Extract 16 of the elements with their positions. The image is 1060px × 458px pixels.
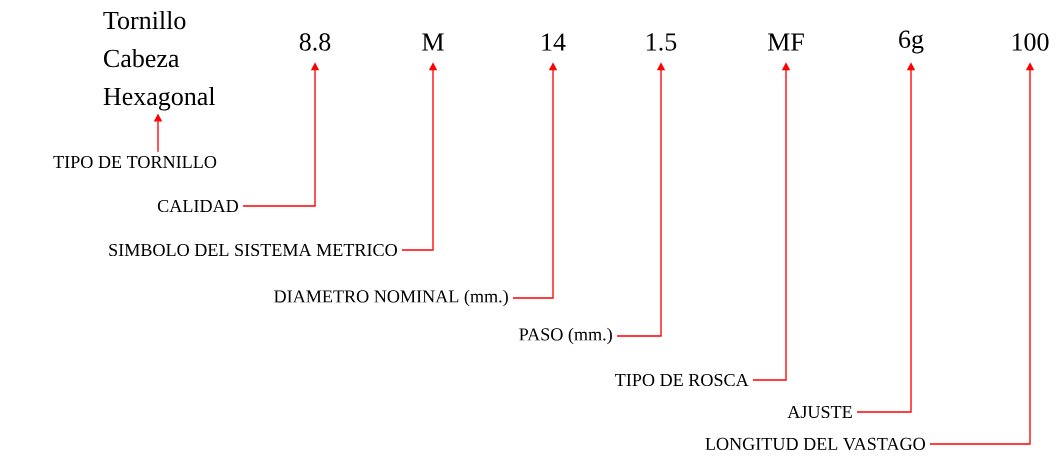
field-label: PASO (mm.) xyxy=(519,327,612,345)
designation-value: 1.5 xyxy=(647,33,677,51)
field-label: CALIDAD xyxy=(157,199,238,213)
designation-value: 8.8 xyxy=(299,33,331,51)
designation-value: 100 xyxy=(1012,33,1049,51)
designation-value: MF xyxy=(767,33,804,51)
field-label: AJUSTE xyxy=(787,405,852,419)
field-label: LONGITUD DEL VASTAGO xyxy=(705,437,925,451)
field-label: TIPO DE ROSCA xyxy=(615,373,749,387)
field-label: DIAMETRO NOMINAL (mm.) xyxy=(274,289,508,307)
designation-value: 6g xyxy=(899,30,924,54)
field-label: SIMBOLO DEL SISTEMA METRICO xyxy=(109,243,397,257)
designation-value: 14 xyxy=(542,33,566,51)
field-label: TIPO DE TORNILLO xyxy=(53,155,217,169)
bolt-type-heading: Tornillo Cabeza Hexagonal xyxy=(103,10,216,111)
designation-value: M xyxy=(422,33,444,51)
